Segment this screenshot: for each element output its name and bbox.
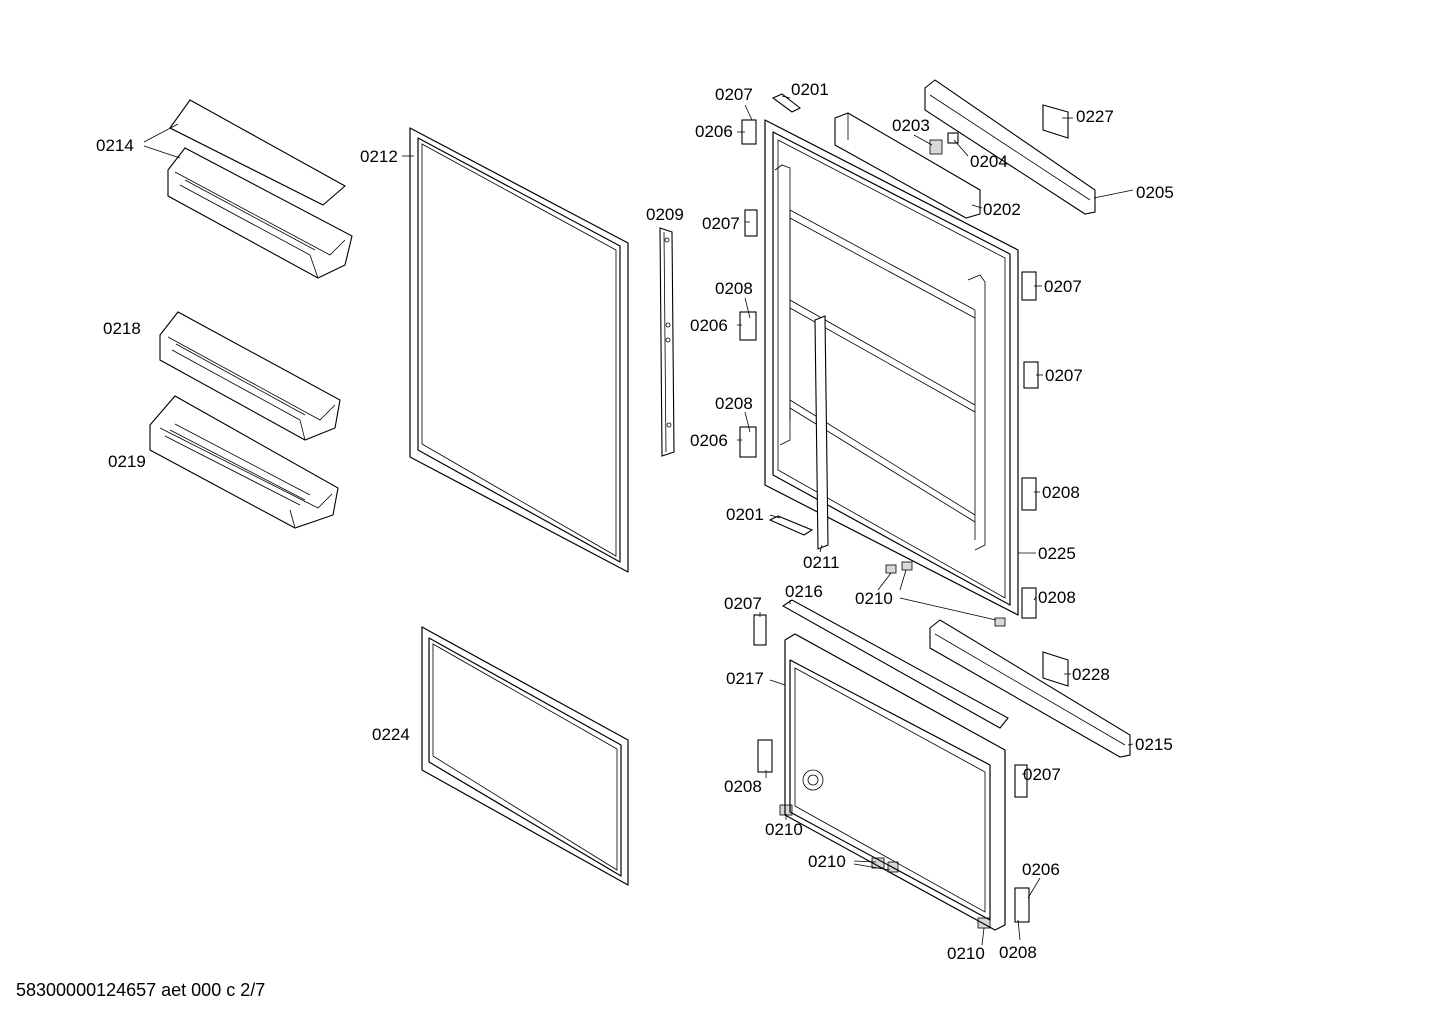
- label-0206-a: 0206: [695, 122, 733, 141]
- label-0208-f: 0208: [999, 943, 1037, 962]
- label-0207-a: 0207: [715, 85, 753, 104]
- fridge-door-0225: [764, 119, 1019, 616]
- leader-lines: [143, 95, 1134, 946]
- label-0210-a: 0210: [855, 589, 893, 608]
- label-0210-b: 0210: [765, 820, 803, 839]
- label-0211: 0211: [803, 553, 840, 572]
- door-shelf-0218: [159, 311, 341, 441]
- label-0208-e: 0208: [724, 777, 762, 796]
- label-0208-b: 0208: [715, 394, 753, 413]
- label-0214: 0214: [96, 136, 134, 155]
- label-0207-d: 0207: [1045, 366, 1083, 385]
- door-gasket-0212: [409, 127, 629, 573]
- label-0207-c: 0207: [1044, 277, 1082, 296]
- vertical-bar-0209: [659, 227, 675, 457]
- label-0217: 0217: [726, 669, 764, 688]
- label-0201-a: 0201: [791, 80, 829, 99]
- label-0207-e: 0207: [724, 594, 762, 613]
- door-shelf-lid-0214: [169, 99, 346, 206]
- label-0204: 0204: [970, 152, 1008, 171]
- label-0224: 0224: [372, 725, 410, 744]
- handle-strip-0216: [781, 599, 1009, 729]
- label-0207-b: 0207: [702, 214, 740, 233]
- hinge-rail-0205: [924, 79, 1096, 215]
- label-0209: 0209: [646, 205, 684, 224]
- label-0206-b: 0206: [690, 316, 728, 335]
- label-0210-d: 0210: [947, 944, 985, 963]
- top-bracket-0202: [834, 112, 981, 219]
- label-0207-f: 0207: [1023, 765, 1061, 784]
- hinge-rail-0215: [929, 619, 1131, 758]
- hinge-parts-fridge: [739, 119, 1039, 619]
- part-number-labels: 0214 0212 0218 0219 0209 0224 0207 0201 …: [96, 80, 1174, 963]
- plate-0228: [1042, 651, 1069, 687]
- label-0206-d: 0206: [1022, 860, 1060, 879]
- document-id-footer: 58300000124657 aet 000 c 2/7: [16, 980, 266, 1000]
- label-0227: 0227: [1076, 107, 1114, 126]
- label-0219: 0219: [108, 452, 146, 471]
- mullion-strip-0211: [814, 315, 829, 550]
- label-0208-c: 0208: [1042, 483, 1080, 502]
- label-0225: 0225: [1038, 544, 1076, 563]
- door-shelf-0214: [167, 147, 353, 279]
- label-0216: 0216: [785, 582, 823, 601]
- label-0212: 0212: [360, 147, 398, 166]
- label-0202: 0202: [983, 200, 1021, 219]
- plate-0227: [1042, 104, 1069, 139]
- clip-0201-bottom: [768, 515, 814, 536]
- label-0215: 0215: [1135, 735, 1173, 754]
- label-0210-c: 0210: [808, 852, 846, 871]
- door-shelf-0219: [149, 395, 339, 529]
- label-0203: 0203: [892, 116, 930, 135]
- freezer-gasket-0224: [421, 626, 629, 886]
- label-0218: 0218: [103, 319, 141, 338]
- label-0206-c: 0206: [690, 431, 728, 450]
- clip-0203: [929, 139, 943, 155]
- label-0201-b: 0201: [726, 505, 764, 524]
- label-0228: 0228: [1072, 665, 1110, 684]
- freezer-door-0217: [784, 633, 1006, 931]
- clip-0204: [947, 132, 959, 144]
- label-0208-d: 0208: [1038, 588, 1076, 607]
- hinge-parts-freezer: [753, 614, 1030, 923]
- label-0205: 0205: [1136, 183, 1174, 202]
- clip-0201-top: [771, 93, 802, 113]
- label-0208-a: 0208: [715, 279, 753, 298]
